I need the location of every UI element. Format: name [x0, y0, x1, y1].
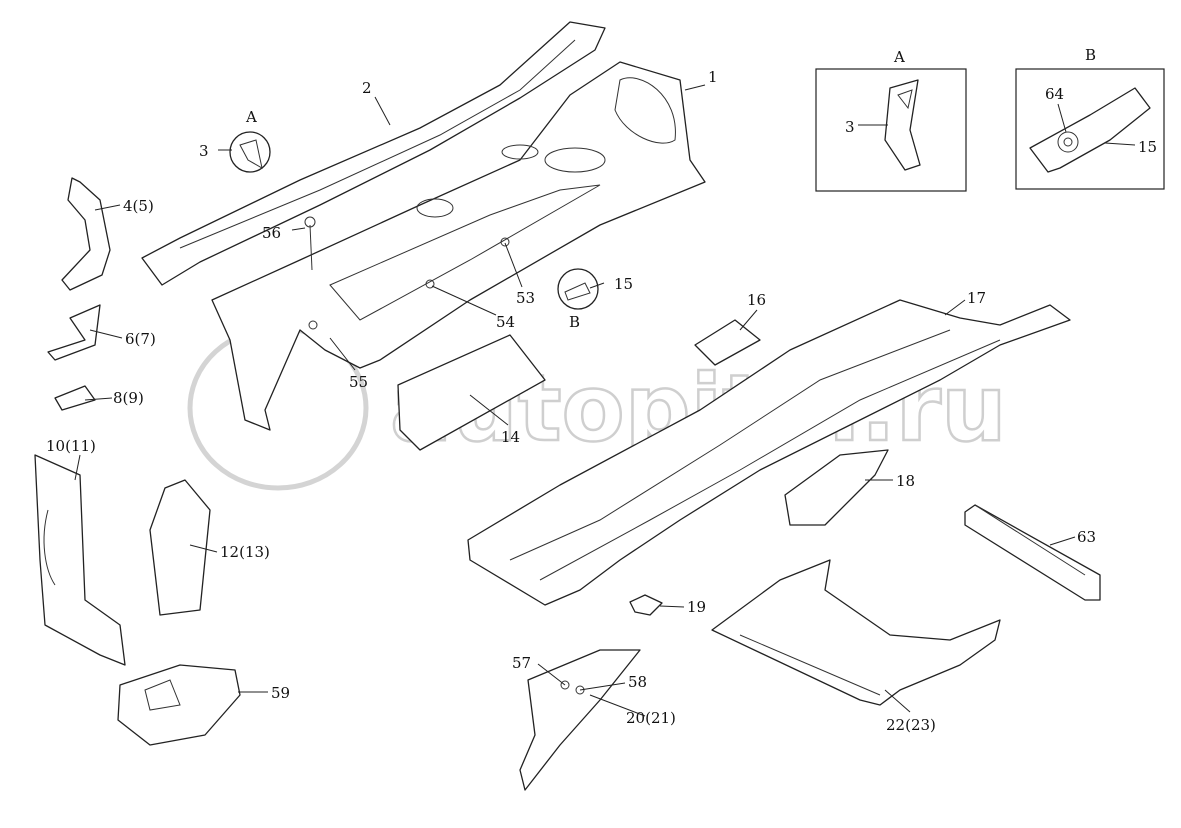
callout-8-9: 8(9) — [113, 389, 144, 407]
part-10-pillar — [34, 454, 126, 666]
part-8-clip — [54, 385, 96, 411]
callout-19: 19 — [687, 598, 706, 616]
callout-53: 53 — [516, 289, 535, 307]
inset-a-title: A — [893, 48, 905, 66]
callout-10-11: 10(11) — [46, 437, 96, 455]
callout-18: 18 — [896, 472, 915, 490]
callout-57: 57 — [512, 654, 531, 672]
part-63-rail — [964, 504, 1101, 601]
callout-20-21: 20(21) — [626, 709, 676, 727]
callout-22-23: 22(23) — [886, 716, 936, 734]
part-12-bracket — [149, 479, 211, 616]
callout-view-a: A — [245, 108, 257, 126]
callout-view-b: B — [569, 313, 580, 331]
part-2-beam — [141, 21, 606, 286]
part-20-pillar — [519, 649, 641, 791]
part-16-plate — [694, 319, 761, 366]
callout-63: 63 — [1077, 528, 1096, 546]
part-6-bracket — [47, 304, 101, 361]
callout-12-13: 12(13) — [220, 543, 270, 561]
part-14-crossmember — [397, 334, 546, 451]
part-17-floor — [467, 299, 1071, 606]
callout-1: 1 — [708, 68, 718, 86]
callout-54: 54 — [496, 313, 515, 331]
part-19-pad — [629, 594, 663, 616]
callout-56: 56 — [262, 224, 281, 242]
part-18-bracket — [784, 449, 889, 526]
part-15-detail-circle — [557, 268, 599, 310]
callout-17: 17 — [967, 289, 986, 307]
callout-16: 16 — [747, 291, 766, 309]
callout-4-5: 4(5) — [123, 197, 154, 215]
callout-2: 2 — [362, 79, 372, 97]
callout-6-7: 6(7) — [125, 330, 156, 348]
inset-a-part-3: 3 — [845, 118, 855, 136]
inset-view-a: A 3 — [815, 48, 967, 192]
callout-59: 59 — [271, 684, 290, 702]
inset-view-b: B 64 15 — [1015, 46, 1165, 190]
part-4-bracket — [61, 177, 111, 291]
part-22-floor — [711, 559, 1001, 706]
inset-b-part-15: 15 — [1138, 138, 1157, 156]
inset-b-title: B — [1085, 46, 1096, 64]
part-1-dash-panel — [211, 61, 706, 431]
callout-14: 14 — [501, 428, 520, 446]
leader-lines — [74, 84, 1076, 717]
inset-b-part-64: 64 — [1045, 85, 1064, 103]
callout-3: 3 — [199, 142, 209, 160]
callout-55: 55 — [349, 373, 368, 391]
part-3-detail-circle — [229, 131, 271, 173]
callout-58: 58 — [628, 673, 647, 691]
callout-15: 15 — [614, 275, 633, 293]
